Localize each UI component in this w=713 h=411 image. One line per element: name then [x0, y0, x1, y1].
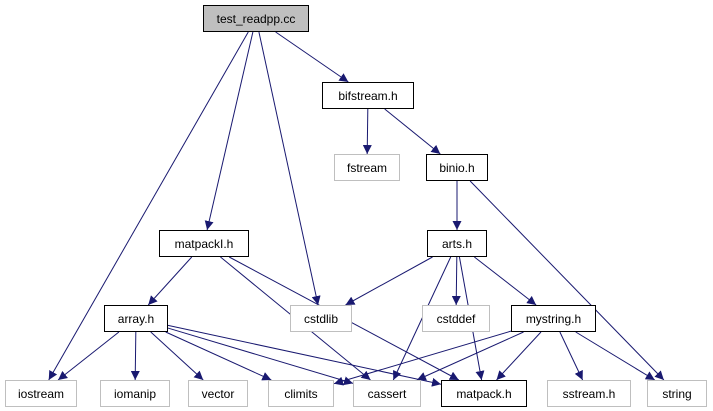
edge-array-to-iomanip [130, 331, 140, 381]
node-mystring-h[interactable]: mystring.h [511, 305, 596, 332]
edge-mystring-to-matpack [496, 331, 542, 381]
node-cstddef: cstddef [422, 305, 490, 332]
node-test-readpp-cc[interactable]: test_readpp.cc [203, 5, 309, 32]
edge-mystring-to-climits [333, 330, 512, 386]
edge-test_readpp-to-matpackI [204, 31, 254, 231]
edge-test_readpp-to-cstdlib [258, 31, 321, 306]
edge-bifstream-to-binio [384, 108, 441, 155]
edge-binio-to-string [469, 180, 665, 381]
edge-mystring-to-string [575, 331, 656, 381]
edge-bifstream-to-fstream [362, 108, 372, 155]
node-vector: vector [188, 380, 248, 407]
node-arts-h[interactable]: arts.h [427, 230, 487, 257]
edge-arts-to-mystring [474, 256, 537, 306]
edge-test_readpp-to-bifstream [275, 31, 349, 83]
edge-test_readpp-to-iostream [48, 31, 249, 381]
node-matpack-h[interactable]: matpack.h [441, 380, 527, 407]
edge-matpackI-to-array [147, 256, 193, 306]
edge-array-to-iostream [57, 331, 120, 381]
node-string: string [647, 380, 707, 407]
node-cassert: cassert [353, 380, 421, 407]
node-matpacki-h[interactable]: matpackI.h [159, 230, 249, 257]
edge-arts-to-cstddef [451, 256, 461, 306]
edge-mystring-to-sstream [559, 331, 584, 381]
edge-arts-to-cstdlib [345, 256, 433, 306]
node-fstream: fstream [334, 154, 400, 181]
node-iomanip: iomanip [100, 380, 170, 407]
edge-array-to-matpack [167, 324, 442, 387]
node-cstdlib: cstdlib [290, 305, 352, 332]
node-bifstream-h[interactable]: bifstream.h [322, 82, 414, 109]
node-binio-h[interactable]: binio.h [426, 154, 488, 181]
edge-array-to-vector [150, 331, 204, 381]
node-sstream-h: sstream.h [547, 380, 631, 407]
node-climits: climits [268, 380, 334, 407]
node-array-h[interactable]: array.h [104, 305, 168, 332]
edge-mystring-to-cassert [416, 331, 524, 381]
node-iostream: iostream [5, 380, 77, 407]
edge-array-to-cassert [167, 327, 354, 386]
edge-array-to-climits [165, 331, 272, 381]
